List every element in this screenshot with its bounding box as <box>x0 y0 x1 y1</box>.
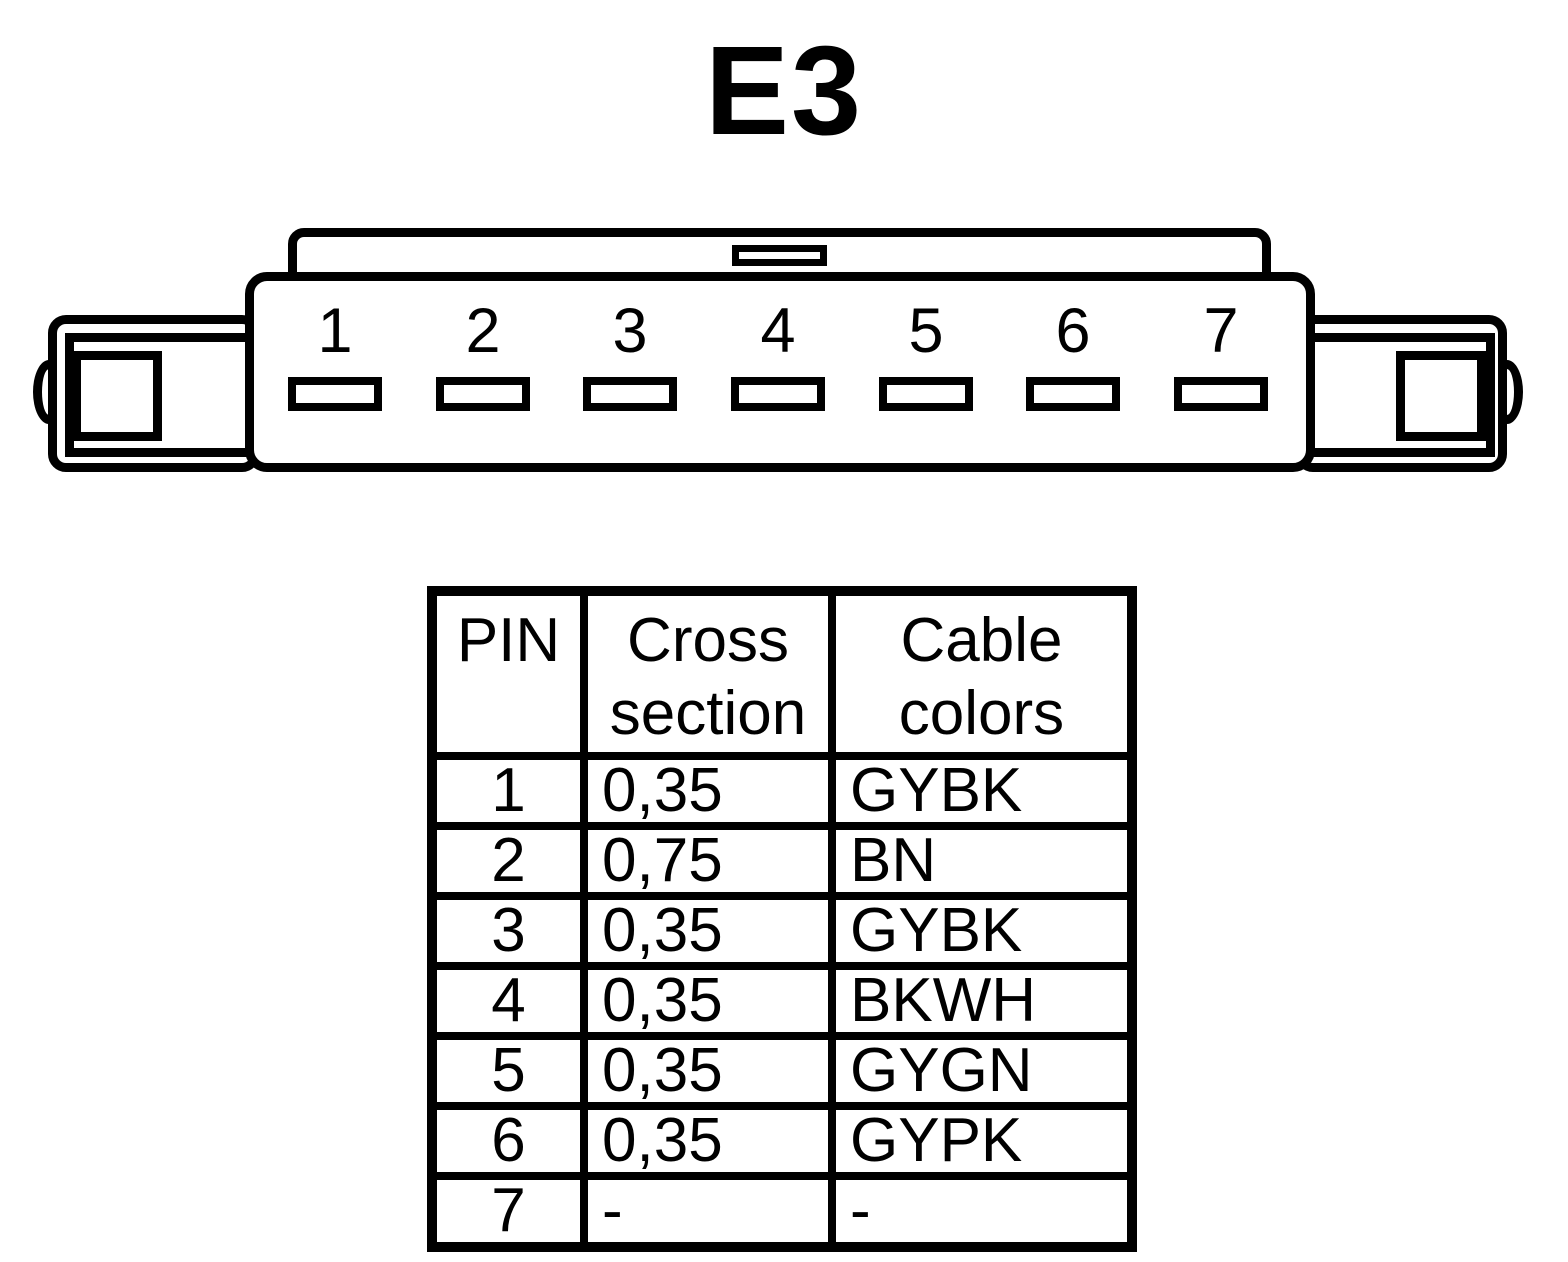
cross-section-cell: 0,35 <box>580 1032 836 1110</box>
cable-color-cell: BKWH <box>828 962 1136 1040</box>
pin-label-2: 2 <box>465 296 501 366</box>
pin-slot-2 <box>436 377 530 411</box>
pin-slot-1 <box>288 377 382 411</box>
cross-section-cell: 0,35 <box>580 892 836 970</box>
pin-slot-6 <box>1026 377 1120 411</box>
pin-cell: 6 <box>428 1102 588 1180</box>
header-cable-colors: Cable colors <box>828 587 1136 760</box>
pin-cell: 7 <box>428 1172 588 1251</box>
cable-color-cell: GYBK <box>828 752 1136 830</box>
pin-slot-4 <box>731 377 825 411</box>
pin-cell: 1 <box>428 752 588 830</box>
left-mount-tab-window <box>72 351 162 441</box>
right-mount-tab-inner-frame <box>1306 333 1495 457</box>
pin-label-1: 1 <box>317 296 353 366</box>
pin-label-3: 3 <box>612 296 648 366</box>
pin-cell: 4 <box>428 962 588 1040</box>
connector-latch-slot <box>732 245 827 266</box>
table-row: 6 0,35 GYPK <box>428 1102 1136 1180</box>
pin-label-5: 5 <box>908 296 944 366</box>
table-row: 4 0,35 BKWH <box>428 962 1136 1040</box>
header-pin: PIN <box>428 587 588 760</box>
cable-color-cell: GYPK <box>828 1102 1136 1180</box>
pin-label-7: 7 <box>1203 296 1239 366</box>
cross-section-cell: - <box>580 1172 836 1251</box>
cross-section-cell: 0,75 <box>580 822 836 900</box>
header-cross-section: Cross section <box>580 587 836 760</box>
cable-color-cell: GYBK <box>828 892 1136 970</box>
pin-slot-5 <box>879 377 973 411</box>
cable-color-cell: BN <box>828 822 1136 900</box>
table-row: 7 - - <box>428 1172 1136 1251</box>
pin-assignment-table: PIN Cross section Cable colors 1 0,35 GY… <box>427 586 1137 1252</box>
right-mount-tab-window <box>1396 351 1486 441</box>
pin-label-4: 4 <box>760 296 796 366</box>
pin-slot-7 <box>1174 377 1268 411</box>
pin-cell: 3 <box>428 892 588 970</box>
cross-section-cell: 0,35 <box>580 1102 836 1180</box>
cross-section-cell: 0,35 <box>580 752 836 830</box>
pin-cell: 5 <box>428 1032 588 1110</box>
cross-section-cell: 0,35 <box>580 962 836 1040</box>
table-row: 3 0,35 GYBK <box>428 892 1136 970</box>
table-row: 2 0,75 BN <box>428 822 1136 900</box>
table-row: 5 0,35 GYGN <box>428 1032 1136 1110</box>
pin-label-6: 6 <box>1055 296 1091 366</box>
table-row: 1 0,35 GYBK <box>428 752 1136 830</box>
left-mount-tab-inner-frame <box>65 333 254 457</box>
table-header-row: PIN Cross section Cable colors <box>428 587 1136 760</box>
pin-slot-3 <box>583 377 677 411</box>
cable-color-cell: GYGN <box>828 1032 1136 1110</box>
pin-cell: 2 <box>428 822 588 900</box>
cable-color-cell: - <box>828 1172 1136 1251</box>
connector-title: E3 <box>704 20 864 161</box>
